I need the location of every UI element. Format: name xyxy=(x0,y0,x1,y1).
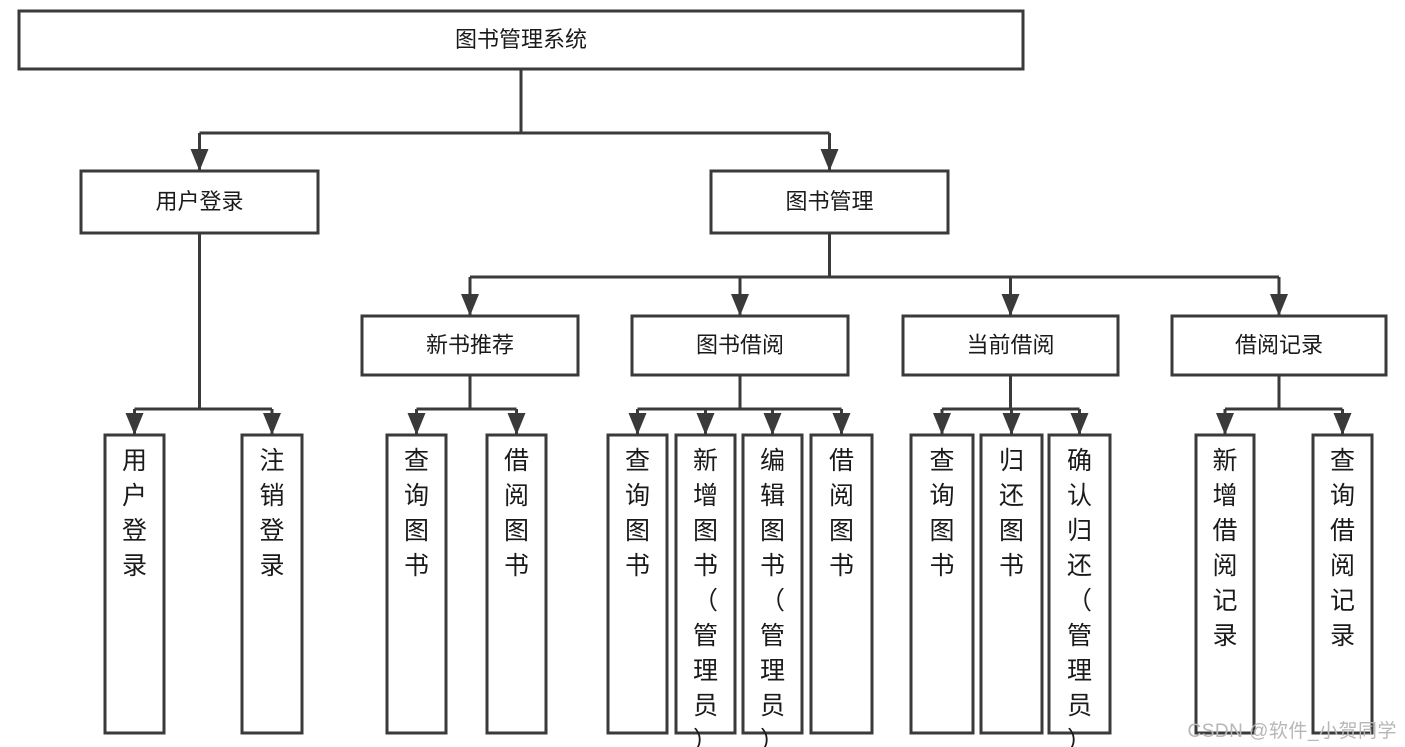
node-box xyxy=(1194,433,1256,735)
node-box xyxy=(360,314,580,377)
arrow-head-icon xyxy=(832,413,851,435)
node-label: 确认归还（管理员） xyxy=(1067,447,1092,747)
node-label: 查询图书 xyxy=(404,447,429,580)
node-label: 借阅记录 xyxy=(1235,332,1323,357)
arrow-head-icon xyxy=(1333,413,1352,435)
node-box xyxy=(909,433,975,735)
node-confirm-return-admin[interactable]: 确认归还（管理员） xyxy=(1047,433,1112,747)
node-query-borrow-record[interactable]: 查询借阅记录 xyxy=(1311,433,1374,735)
node-label: 查询借阅记录 xyxy=(1330,447,1355,650)
arrow-head-icon xyxy=(125,413,144,435)
node-label: 当前借阅 xyxy=(966,332,1054,357)
node-box xyxy=(630,314,850,377)
node-label: 查询图书 xyxy=(625,447,650,580)
node-label: 图书管理 xyxy=(785,189,873,214)
node-box xyxy=(1170,314,1388,377)
node-box xyxy=(979,433,1044,735)
node-box xyxy=(809,433,874,735)
node-user-logout-leaf[interactable]: 注销登录 xyxy=(240,433,304,735)
arrow-head-icon xyxy=(1001,294,1020,316)
arrow-head-icon xyxy=(1002,413,1021,435)
node-box xyxy=(385,433,448,735)
node-query-book-1[interactable]: 查询图书 xyxy=(385,433,448,735)
node-label: 用户登录 xyxy=(155,189,243,214)
node-box xyxy=(17,9,1025,71)
node-label: 借阅图书 xyxy=(829,447,854,580)
node-label: 新增图书（管理员） xyxy=(693,447,718,747)
node-box xyxy=(741,433,804,735)
node-box xyxy=(1311,433,1374,735)
node-box xyxy=(606,433,669,735)
node-book-borrow[interactable]: 图书借阅 xyxy=(630,314,850,377)
node-label: 归还图书 xyxy=(999,447,1024,580)
node-label: 查询图书 xyxy=(929,447,954,580)
arrow-head-icon xyxy=(820,149,839,171)
node-borrow-record[interactable]: 借阅记录 xyxy=(1170,314,1388,377)
watermark-label: CSDN @软件_小贺同学 xyxy=(1187,721,1397,742)
arrow-head-icon xyxy=(407,413,426,435)
node-box xyxy=(709,169,950,235)
node-new-book-recommend[interactable]: 新书推荐 xyxy=(360,314,580,377)
node-query-book-2[interactable]: 查询图书 xyxy=(606,433,669,735)
arrow-head-icon xyxy=(263,413,281,435)
node-current-borrow[interactable]: 当前借阅 xyxy=(901,314,1120,377)
node-borrow-book-1[interactable]: 借阅图书 xyxy=(485,433,548,735)
arrow-head-icon xyxy=(507,413,526,435)
arrow-head-icon xyxy=(190,149,209,171)
node-layer: 图书管理系统用户登录图书管理用户登录注销登录新书推荐查询图书借阅图书图书借阅查询… xyxy=(17,9,1388,747)
node-query-book-3[interactable]: 查询图书 xyxy=(909,433,975,735)
node-label: 编辑图书（管理员） xyxy=(760,447,785,747)
node-box xyxy=(901,314,1120,377)
node-root[interactable]: 图书管理系统 xyxy=(17,9,1025,71)
node-add-borrow-record[interactable]: 新增借阅记录 xyxy=(1194,433,1256,735)
arrow-head-icon xyxy=(933,413,951,435)
arrow-head-icon xyxy=(696,413,715,435)
node-box xyxy=(103,433,166,735)
node-edit-book-admin[interactable]: 编辑图书（管理员） xyxy=(741,433,804,747)
node-user-login[interactable]: 用户登录 xyxy=(79,169,320,235)
node-label: 图书借阅 xyxy=(696,332,784,357)
node-book-management[interactable]: 图书管理 xyxy=(709,169,950,235)
node-label: 图书管理系统 xyxy=(455,27,587,52)
arrow-head-icon xyxy=(731,294,749,316)
node-label: 新增借阅记录 xyxy=(1212,447,1237,650)
node-return-book[interactable]: 归还图书 xyxy=(979,433,1044,735)
node-add-book-admin[interactable]: 新增图书（管理员） xyxy=(674,433,737,747)
node-label: 借阅图书 xyxy=(504,447,529,580)
node-user-login-leaf[interactable]: 用户登录 xyxy=(103,433,166,735)
node-label: 用户登录 xyxy=(122,447,147,580)
node-box xyxy=(1047,433,1112,735)
node-box xyxy=(79,169,320,235)
arrow-head-icon xyxy=(628,413,647,435)
arrow-head-icon xyxy=(763,413,782,435)
arrow-head-icon xyxy=(1216,413,1234,435)
node-label: 注销登录 xyxy=(259,447,284,580)
node-label: 新书推荐 xyxy=(426,332,514,357)
node-box xyxy=(485,433,548,735)
node-borrow-book-2[interactable]: 借阅图书 xyxy=(809,433,874,735)
arrow-head-icon xyxy=(1270,294,1288,316)
connector-layer xyxy=(125,69,1352,435)
arrow-head-icon xyxy=(461,294,479,316)
arrow-head-icon xyxy=(1070,413,1089,435)
node-box xyxy=(240,433,304,735)
node-box xyxy=(674,433,737,735)
